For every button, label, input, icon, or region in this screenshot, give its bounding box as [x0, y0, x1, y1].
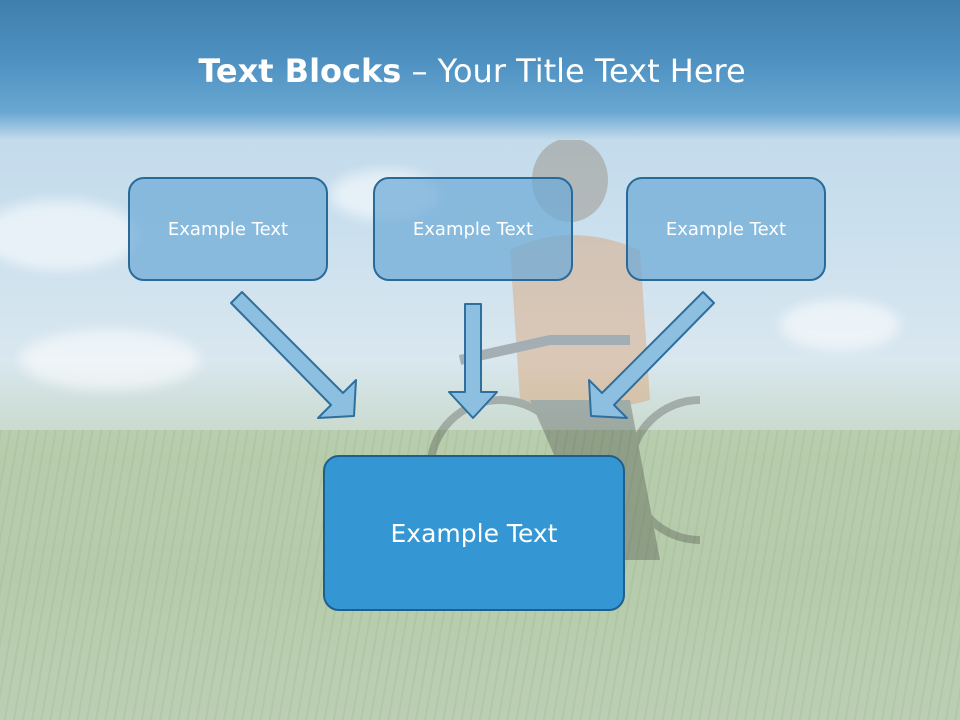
cloud	[20, 330, 200, 390]
text-block-2: Example Text	[373, 177, 573, 281]
arrow-center	[448, 303, 498, 419]
main-text-block-label: Example Text	[390, 518, 558, 548]
text-block-3-label: Example Text	[665, 218, 787, 240]
cloud	[0, 200, 140, 270]
slide-title: Text Blocks – Your Title Text Here	[0, 52, 944, 90]
title-dash: –	[401, 52, 438, 90]
title-bold: Text Blocks	[198, 52, 402, 90]
text-block-1-label: Example Text	[167, 218, 289, 240]
main-text-block: Example Text	[323, 455, 625, 611]
arrow-right	[588, 291, 715, 419]
title-rest: Your Title Text Here	[437, 52, 746, 90]
header-band	[0, 0, 960, 140]
cloud	[780, 300, 900, 350]
text-block-1: Example Text	[128, 177, 328, 281]
text-block-3: Example Text	[626, 177, 826, 281]
text-block-2-label: Example Text	[412, 218, 534, 240]
arrow-left	[230, 291, 357, 419]
